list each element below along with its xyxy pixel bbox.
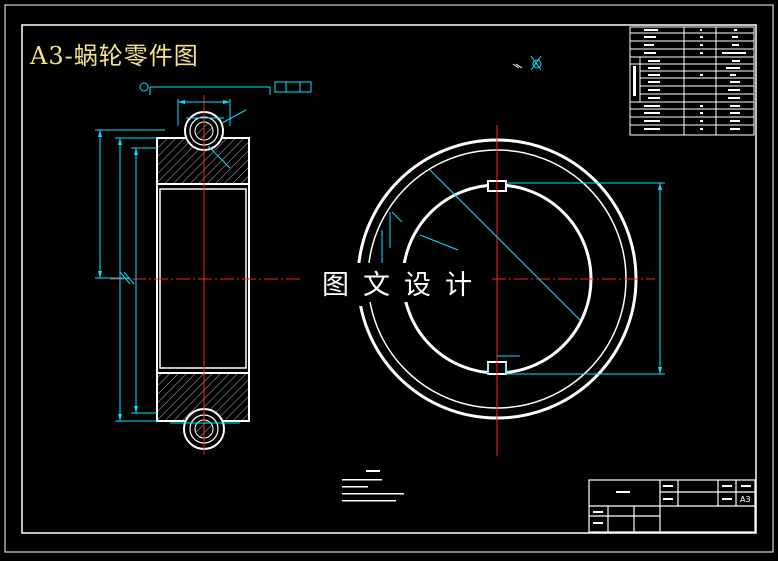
parameter-table	[629, 26, 755, 136]
section-dimensions	[95, 81, 312, 424]
title-block-marks	[593, 485, 751, 524]
front-dimensions	[381, 55, 665, 375]
roughness-symbol	[512, 63, 523, 69]
technical-notes	[342, 470, 404, 502]
inner-frame	[21, 24, 757, 534]
watermark-text: 图文设计	[318, 263, 490, 302]
sheet-size: A3	[740, 495, 751, 504]
drawing-title: A3-蜗轮零件图	[30, 42, 199, 70]
outer-frame	[4, 4, 774, 553]
section-view	[110, 95, 300, 455]
title-block	[588, 479, 756, 533]
parameter-table-marks	[633, 29, 746, 130]
